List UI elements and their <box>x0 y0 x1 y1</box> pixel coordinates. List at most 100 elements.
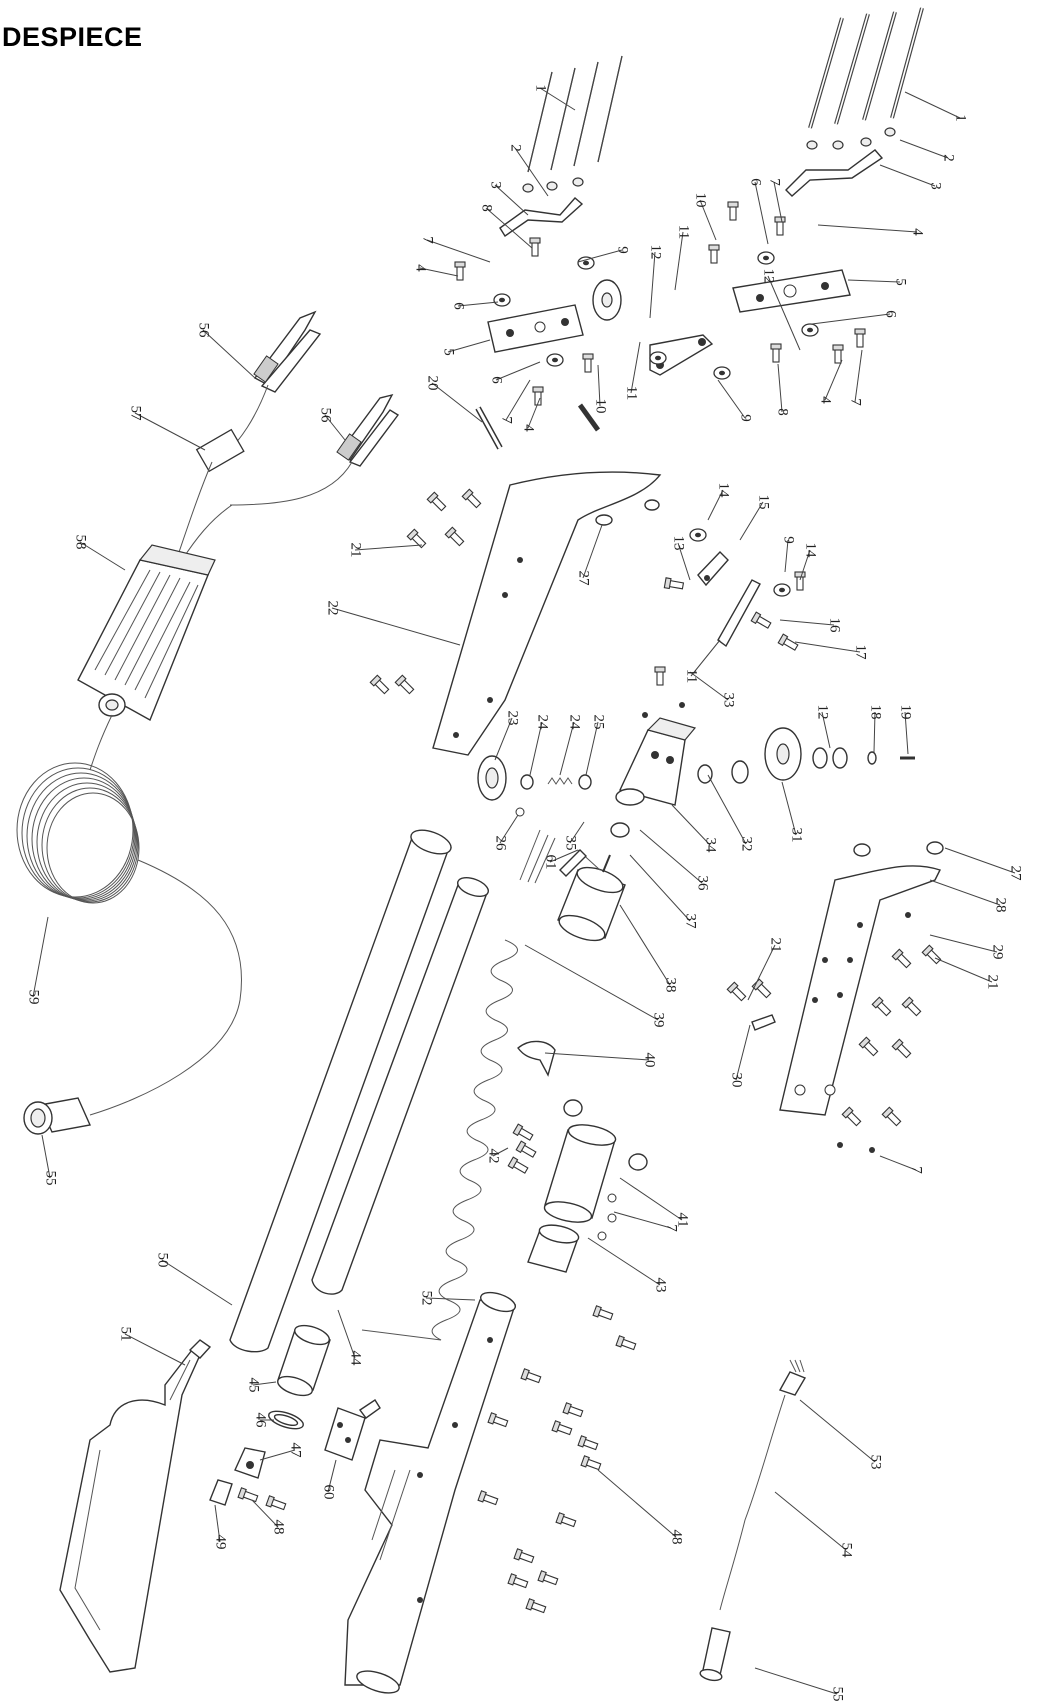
callout-label: 36 <box>695 876 711 892</box>
leader-line <box>251 1499 279 1528</box>
callout-label: 11 <box>684 669 700 683</box>
callout-label: 54 <box>839 1543 855 1559</box>
leader-line <box>773 181 783 223</box>
leader-line <box>259 1449 296 1461</box>
coiled-cord <box>16 714 242 1135</box>
callout-label: 15 <box>756 495 772 510</box>
callout-label: 7 <box>767 178 783 186</box>
callout-label: 22 <box>325 601 341 616</box>
callout-label: 55 <box>43 1171 59 1186</box>
leader-line <box>879 1155 917 1171</box>
callout-label: 46 <box>253 1413 269 1429</box>
leader-line <box>495 361 541 381</box>
leader-line <box>799 549 811 581</box>
leader-line <box>674 231 684 291</box>
callout-label: 4 <box>910 228 926 236</box>
callout-label: 29 <box>990 945 1006 960</box>
leader-line <box>529 721 543 776</box>
callout-label: 56 <box>318 408 334 424</box>
leader-line <box>747 944 776 1001</box>
leader-line <box>582 524 603 579</box>
long-bolt <box>475 403 601 450</box>
leader-line <box>494 717 513 761</box>
callout-label: 7 <box>664 1224 680 1232</box>
leader-line <box>767 275 801 351</box>
leader-line <box>569 821 585 844</box>
callout-label: 14 <box>803 543 819 559</box>
handle-sleeve-41 <box>507 1123 617 1241</box>
callout-label: 38 <box>663 978 679 993</box>
leader-line <box>419 267 459 277</box>
leader-line <box>505 379 531 421</box>
diagram-title: DESPIECE <box>2 22 143 52</box>
callout-label: 56 <box>196 323 212 339</box>
leader-line <box>735 1024 751 1081</box>
tube-end-45-46 <box>268 1324 331 1430</box>
callout-label: 47 <box>288 1443 304 1459</box>
callout-label: 43 <box>653 1278 669 1293</box>
leader-line <box>699 199 717 241</box>
gear-housing <box>615 717 697 806</box>
side-panel-right <box>726 841 944 1153</box>
callout-label: 24 <box>535 715 551 731</box>
callout-label: 60 <box>321 1485 337 1500</box>
callout-label: 16 <box>827 618 843 634</box>
callout-label: 50 <box>155 1253 171 1268</box>
leader-line <box>514 147 549 197</box>
leader-line <box>799 1399 876 1463</box>
callout-label: 21 <box>348 543 364 558</box>
leader-line <box>202 329 256 379</box>
leader-line <box>847 279 901 283</box>
small-link-parts <box>642 528 806 718</box>
callout-label: 4 <box>818 396 834 404</box>
callout-label: 7 <box>499 416 515 424</box>
callout-label: 32 <box>739 837 755 852</box>
leader-line <box>524 944 659 1021</box>
callout-label: 17 <box>853 645 869 661</box>
callout-label: 34 <box>703 838 719 854</box>
trigger-lever-40 <box>517 1040 648 1171</box>
leader-line <box>639 829 703 884</box>
leader-line <box>544 1052 650 1061</box>
callout-label: 20 <box>425 376 441 391</box>
leader-line <box>854 349 863 403</box>
callout-label: 39 <box>651 1013 667 1028</box>
leader-line <box>527 397 541 429</box>
callout-label: 40 <box>642 1053 658 1068</box>
callout-label: 37 <box>683 914 699 930</box>
callout-label: 35 <box>563 836 579 851</box>
leader-line <box>817 224 918 233</box>
callout-label: 11 <box>676 225 692 239</box>
cable-fuse-holder <box>177 384 353 561</box>
collar-43 <box>527 1224 580 1273</box>
leader-line <box>754 181 769 245</box>
leader-line <box>447 339 491 353</box>
leader-line <box>426 239 491 263</box>
leader-line <box>671 804 711 846</box>
leader-line <box>324 414 346 441</box>
callout-label: 45 <box>246 1378 262 1393</box>
main-tube-50 <box>229 829 452 1353</box>
gear-23 <box>477 755 507 801</box>
leader-line <box>904 91 961 119</box>
side-bracket-22 <box>369 471 662 756</box>
leader-line <box>587 1237 661 1286</box>
leader-line <box>649 251 656 319</box>
callout-label: 9 <box>615 246 631 254</box>
callout-label: 5 <box>893 278 909 286</box>
callout-label: 26 <box>493 836 509 852</box>
callout-label: 48 <box>669 1530 685 1545</box>
callout-label: 7 <box>420 236 436 244</box>
callout-label: 23 <box>505 711 521 726</box>
leader-line <box>929 879 1001 906</box>
leader-line <box>944 847 1016 874</box>
callout-label: 2 <box>508 144 524 152</box>
leader-line <box>677 542 691 581</box>
charger-box <box>77 544 216 721</box>
callout-label: 4 <box>413 264 429 272</box>
leader-line <box>879 164 936 187</box>
leader-line <box>929 934 998 953</box>
leader-line <box>499 814 519 844</box>
leader-line <box>689 671 729 701</box>
